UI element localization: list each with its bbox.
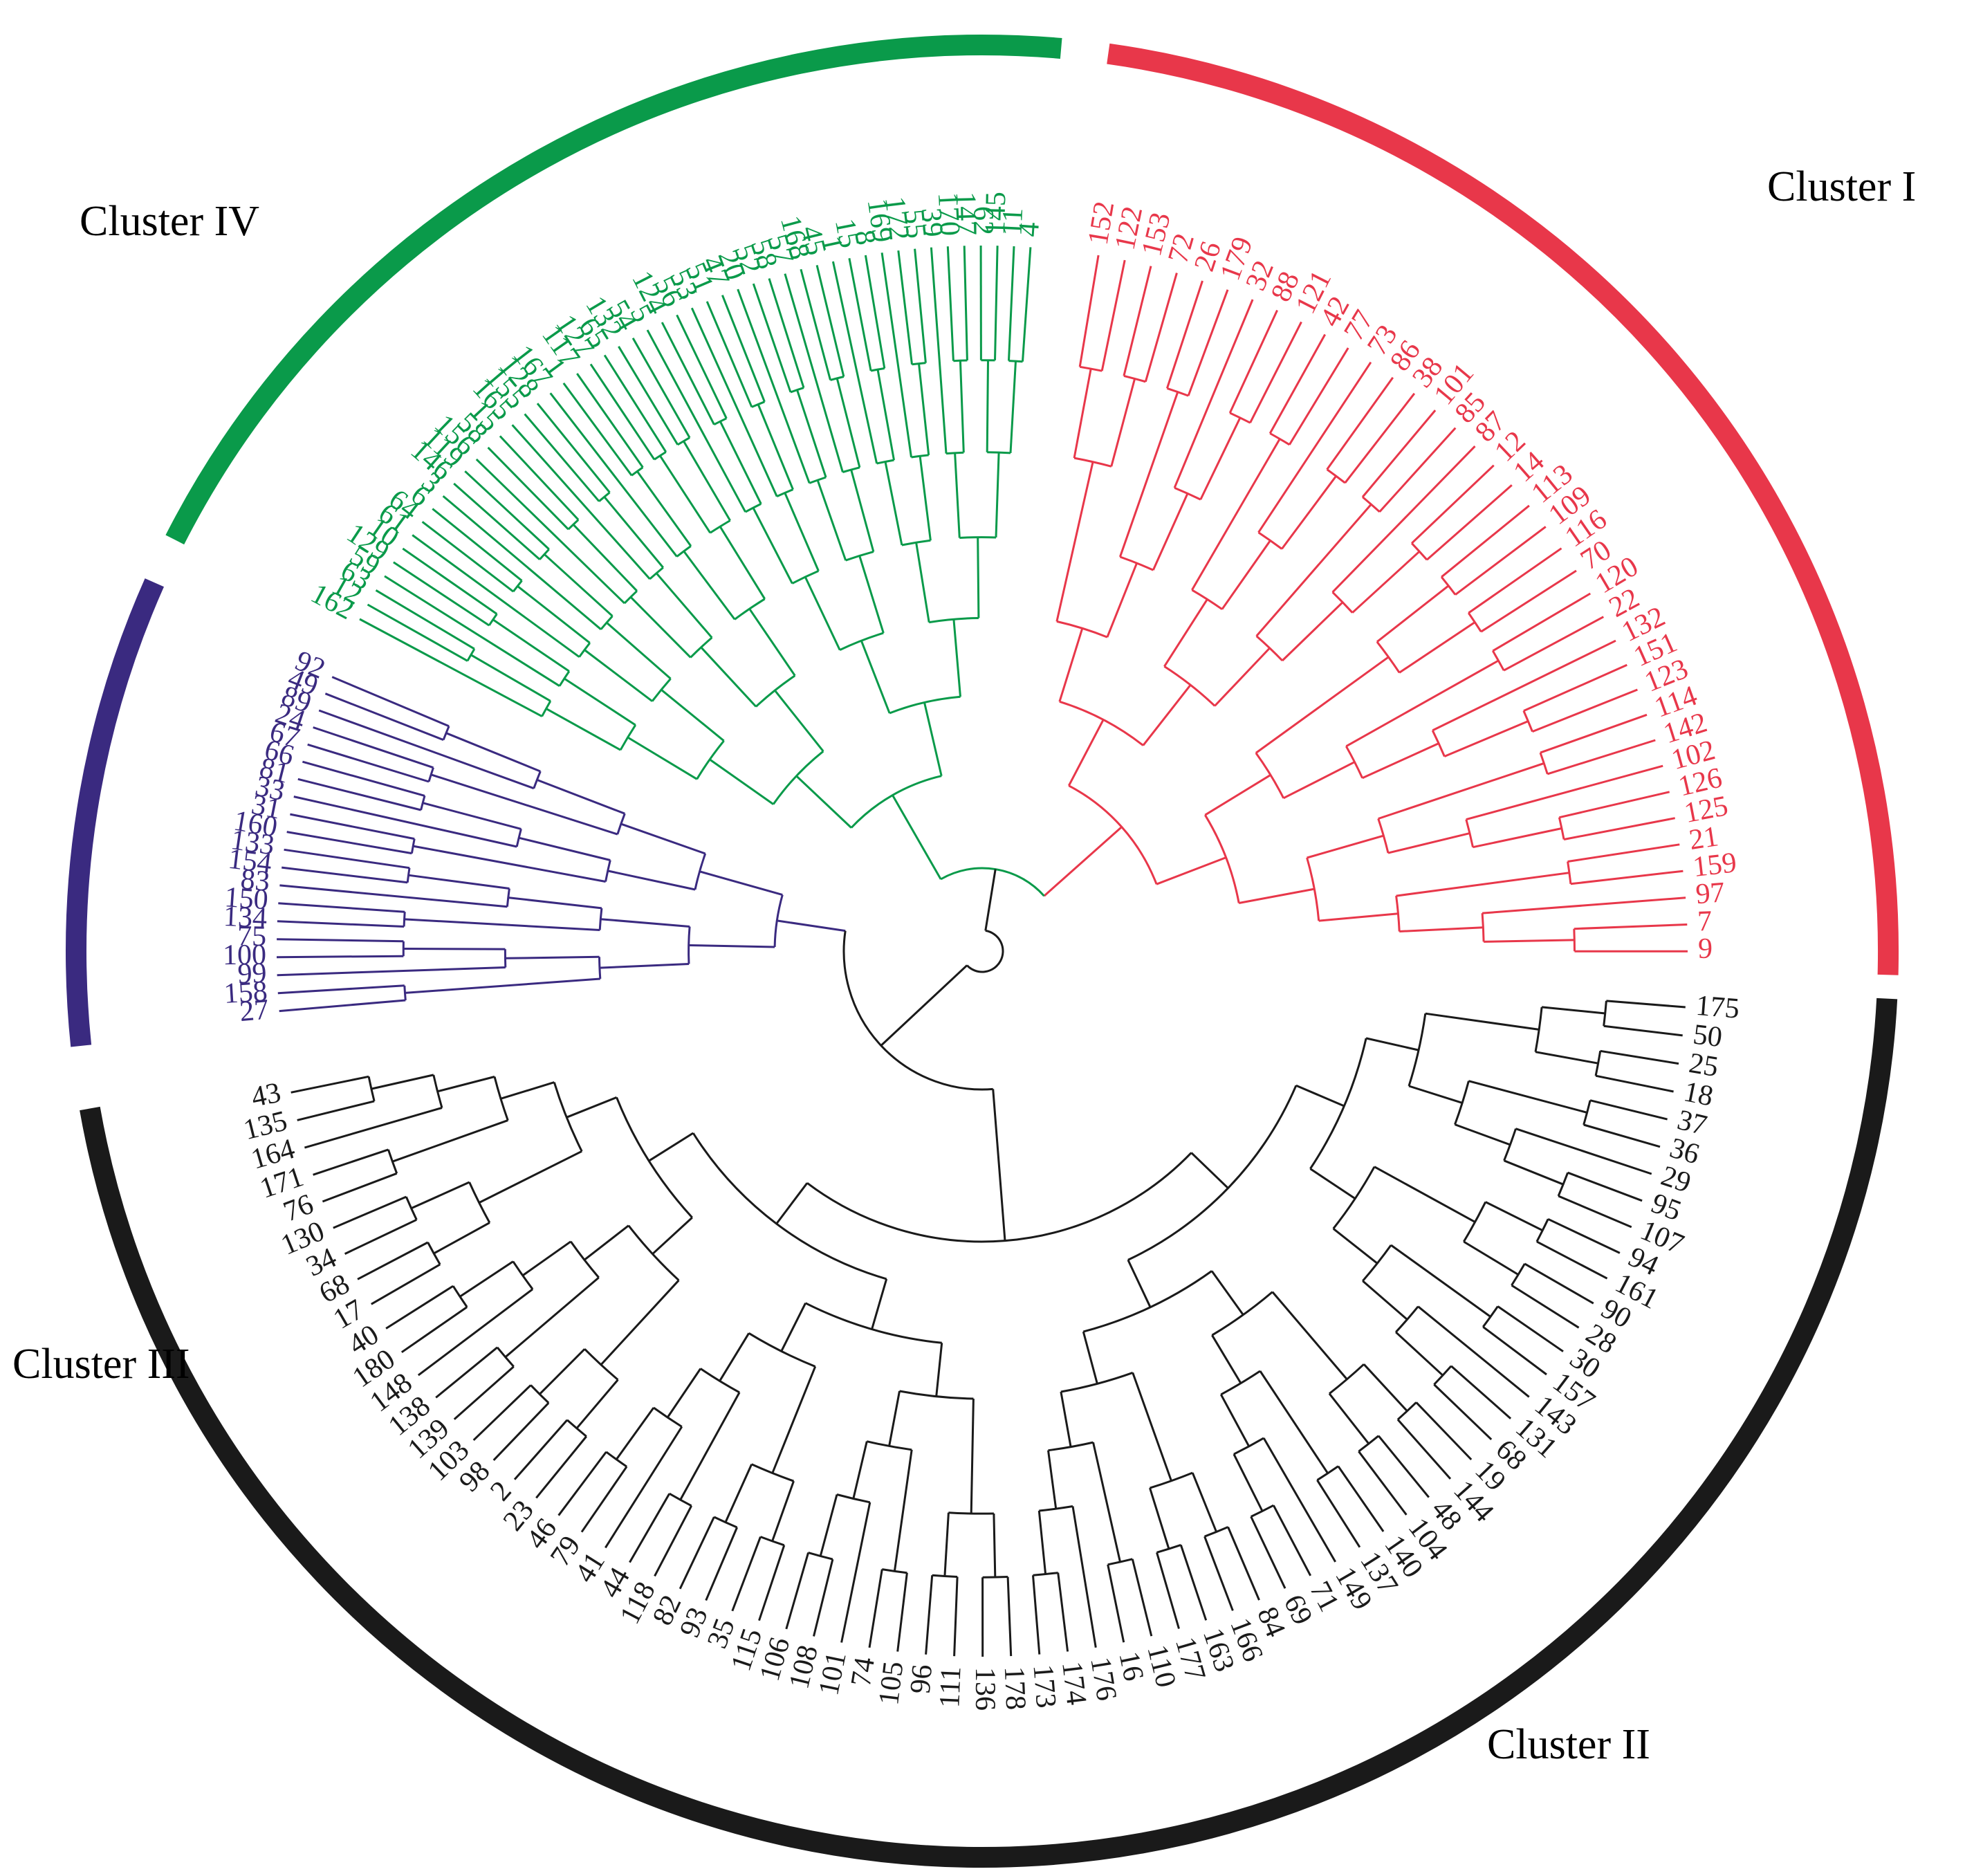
cluster-iv-branch xyxy=(987,360,988,452)
cluster-iv-junction xyxy=(959,537,996,538)
cluster-iii-junction xyxy=(689,927,690,964)
cluster-label-iii: Cluster III xyxy=(12,1341,190,1388)
cluster-iii-junction xyxy=(405,986,406,1000)
cluster-ii-branch xyxy=(994,1514,995,1577)
cluster-ii-junction xyxy=(983,1577,1008,1578)
cluster-iv-junction xyxy=(1009,361,1023,362)
cluster-label-i: Cluster I xyxy=(1767,163,1916,210)
cluster-label-iv: Cluster IV xyxy=(80,198,259,245)
leaf-label: 9 xyxy=(1698,933,1713,965)
cluster-iv-junction xyxy=(953,360,967,361)
cluster-iv-junction xyxy=(987,452,1011,453)
leaf-label: 173 xyxy=(1026,1663,1062,1709)
cluster-iii-branch xyxy=(506,957,600,958)
cluster-iv-branch xyxy=(978,537,979,618)
leaf-label: 111 xyxy=(934,1666,967,1709)
cluster-label-ii: Cluster II xyxy=(1487,1721,1650,1768)
cluster-iii-branch xyxy=(277,956,403,957)
cluster-ii-junction xyxy=(948,1513,994,1514)
cluster-iv-junction xyxy=(946,452,963,453)
leaf-label: 178 xyxy=(998,1666,1032,1711)
cluster-i-junction xyxy=(1574,929,1575,952)
cluster-iii-junction xyxy=(404,912,405,926)
cluster-iii-branch xyxy=(403,949,505,950)
leaf-label: 136 xyxy=(969,1667,1001,1711)
leaf-label: 4 xyxy=(1013,221,1046,238)
leaf-label: 96 xyxy=(905,1664,939,1695)
